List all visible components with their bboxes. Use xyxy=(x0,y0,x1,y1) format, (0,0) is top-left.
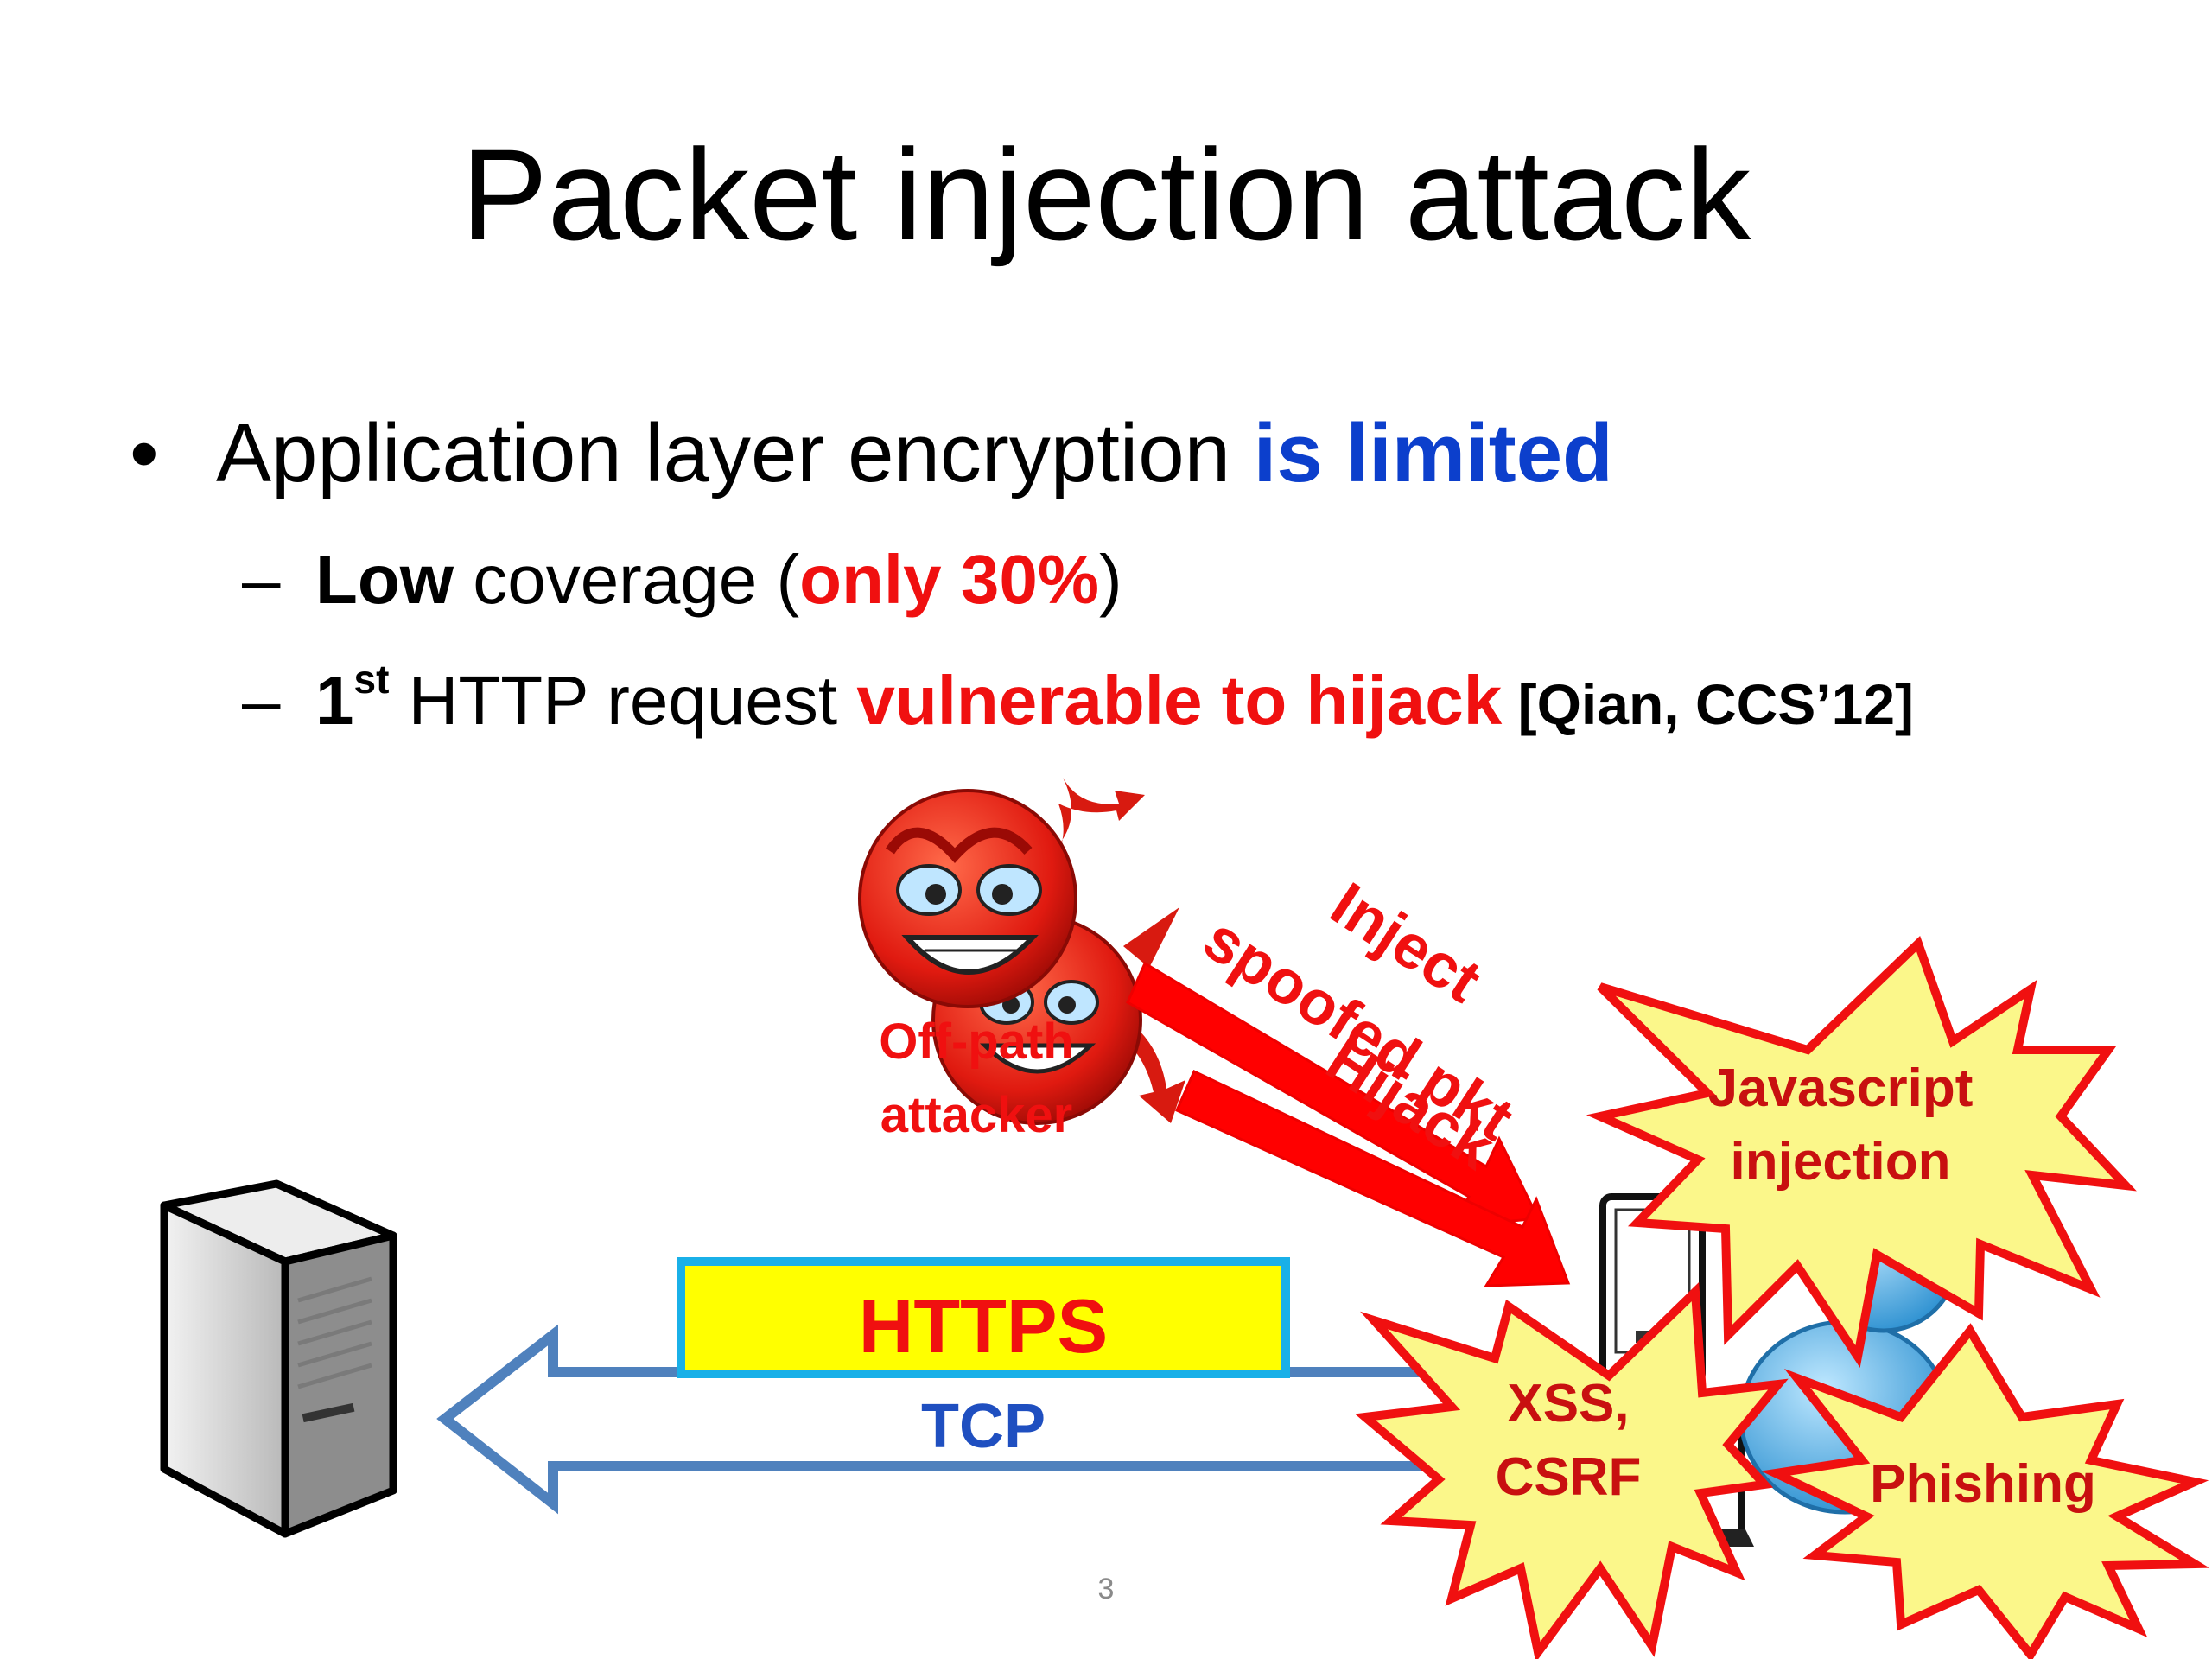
coverage-text: coverage ( xyxy=(453,541,800,618)
burst-javascript-line1: Javascript xyxy=(1708,1058,1974,1118)
hijack-text: HTTP request xyxy=(389,662,857,739)
burst-javascript-line2: injection xyxy=(1731,1132,1951,1192)
bullet-main-text: Application layer encryption xyxy=(216,407,1254,499)
burst-xss-csrf xyxy=(1355,1281,1789,1659)
bullet-marker: • xyxy=(130,407,159,499)
burst-xss-line1: XSS, xyxy=(1507,1374,1629,1433)
https-box xyxy=(677,1257,1290,1378)
coverage-highlight: only 30% xyxy=(799,541,1099,618)
devil-icon xyxy=(858,778,1145,1008)
burst-javascript-injection xyxy=(1586,936,2137,1369)
bullet-sub-coverage: –Low coverage (only 30%) xyxy=(242,540,1122,620)
dash-marker: – xyxy=(242,541,281,618)
server-icon xyxy=(160,1179,397,1538)
hijack-arrow xyxy=(1175,1069,1571,1287)
bullet-main: • Application layer encryption is limited xyxy=(130,406,1613,501)
page-number: 3 xyxy=(1097,1573,1115,1605)
coverage-bold: Low xyxy=(315,541,454,618)
attacker-label-line1: Off-path xyxy=(879,1014,1074,1070)
dash-marker: – xyxy=(242,662,281,739)
burst-xss-line2: CSRF xyxy=(1496,1447,1642,1507)
burst-phishing-label: Phishing xyxy=(1870,1454,2096,1514)
attacker-label-line2: attacker xyxy=(880,1087,1072,1143)
citation: [Qian, CCS’12] xyxy=(1502,672,1915,736)
bullet-main-highlight: is limited xyxy=(1253,407,1613,499)
hijack-highlight: vulnerable to hijack xyxy=(856,662,1503,739)
ordinal-number: 1 xyxy=(315,662,354,739)
tcp-label: TCP xyxy=(921,1392,1046,1461)
slide-title: Packet injection attack xyxy=(461,122,1751,267)
burst-phishing xyxy=(1761,1323,2210,1659)
coverage-tail: ) xyxy=(1098,541,1122,618)
bullet-sub-hijack: –1st HTTP request vulnerable to hijack [… xyxy=(242,659,1915,741)
https-label: HTTPS xyxy=(859,1283,1108,1369)
ordinal-suffix: st xyxy=(353,657,390,702)
